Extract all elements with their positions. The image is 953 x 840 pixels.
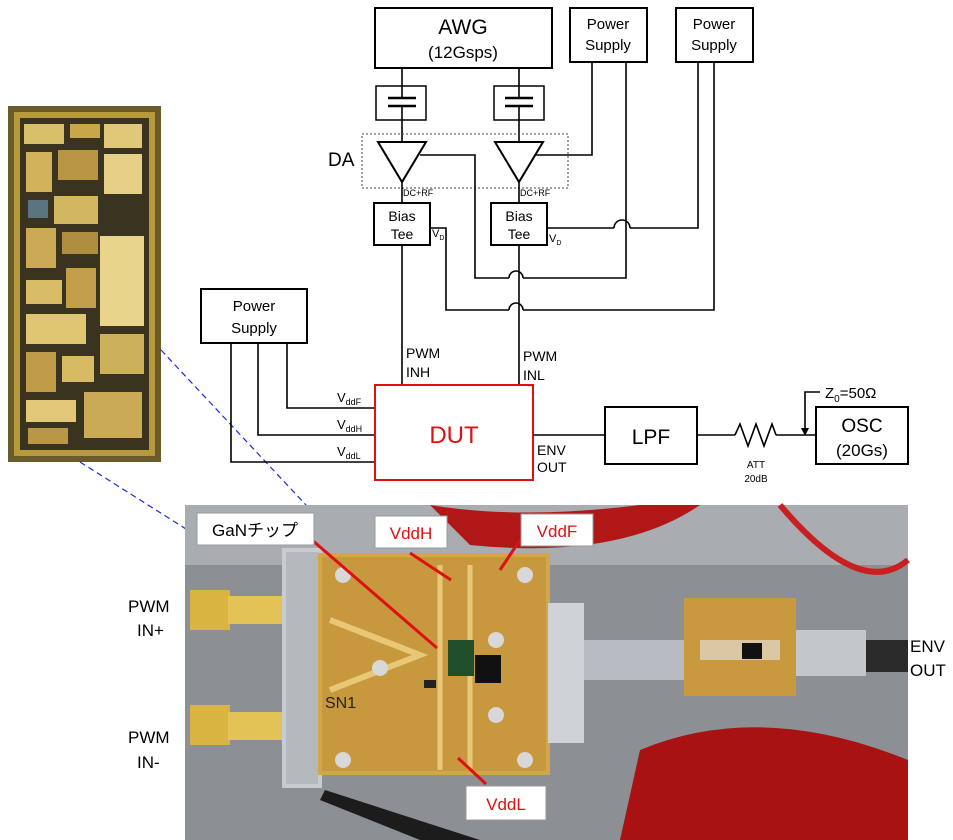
att-line2: 20dB — [744, 474, 768, 485]
z0-label: Z0=50Ω — [825, 385, 876, 405]
vddf-label: VddF — [337, 390, 362, 407]
pwm-in-minus-line1: PWM — [128, 728, 170, 747]
da-label: DA — [328, 150, 355, 171]
att-line1: ATT — [747, 460, 765, 471]
vddl-label: VddL — [337, 444, 361, 461]
pwm-in-plus-line2: IN+ — [137, 621, 164, 640]
pwm-inl-line2: INL — [523, 367, 545, 383]
gan-chip-label: GaNチップ — [212, 521, 298, 540]
power-supply-1-line1: Power — [587, 16, 630, 33]
vd-label-2: VD — [549, 233, 561, 247]
dc-rf-label-2: DC+RF — [520, 188, 551, 198]
power-supply-2-line2: Supply — [691, 37, 737, 54]
gan-chip-micrograph — [8, 106, 161, 462]
pwm-inh-line1: PWM — [406, 345, 440, 361]
driver-amplifier-1 — [378, 142, 426, 182]
awg-title: AWG — [438, 16, 487, 39]
env-out-line1: ENV — [537, 442, 566, 458]
power-supply-3-line2: Supply — [231, 320, 277, 337]
dc-block-capacitor-1 — [376, 86, 426, 120]
schematic: AWG (12Gsps) Power Supply Power Supply — [201, 8, 908, 485]
vd-label-1: VD — [432, 228, 444, 242]
osc-line1: OSC — [841, 416, 882, 437]
env-out-photo-line1: ENV — [910, 637, 946, 656]
vddh-label: VddH — [337, 417, 362, 434]
attenuator-resistor — [735, 424, 776, 446]
env-out-line2: OUT — [537, 459, 567, 475]
osc-line2: (20Gs) — [836, 441, 888, 460]
driver-amplifier-2 — [495, 142, 543, 182]
bias-tee-1-line2: Tee — [391, 226, 414, 242]
awg-rate: (12Gsps) — [428, 43, 498, 62]
dc-block-capacitor-2 — [494, 86, 544, 120]
lpf-label: LPF — [632, 426, 671, 449]
dut-label: DUT — [429, 422, 479, 449]
dc-rf-label-1: DC+RF — [403, 188, 434, 198]
vddf-photo-label: VddF — [537, 522, 578, 541]
power-supply-1-line2: Supply — [585, 37, 631, 54]
env-out-photo-line2: OUT — [910, 661, 946, 680]
pwm-in-plus-line1: PWM — [128, 597, 170, 616]
vddh-photo-label: VddH — [390, 524, 433, 543]
pwm-in-minus-line2: IN- — [137, 753, 160, 772]
bias-tee-1-line1: Bias — [388, 208, 415, 224]
board-marking: SN1 — [325, 695, 356, 712]
pwm-inl-line1: PWM — [523, 348, 557, 364]
vddl-photo-label: VddL — [486, 795, 526, 814]
power-supply-2-line1: Power — [693, 16, 736, 33]
power-supply-3-line1: Power — [233, 298, 276, 315]
bias-tee-2-line1: Bias — [505, 208, 532, 224]
bias-tee-2-line2: Tee — [508, 226, 531, 242]
pwm-inh-line2: INH — [406, 364, 430, 380]
